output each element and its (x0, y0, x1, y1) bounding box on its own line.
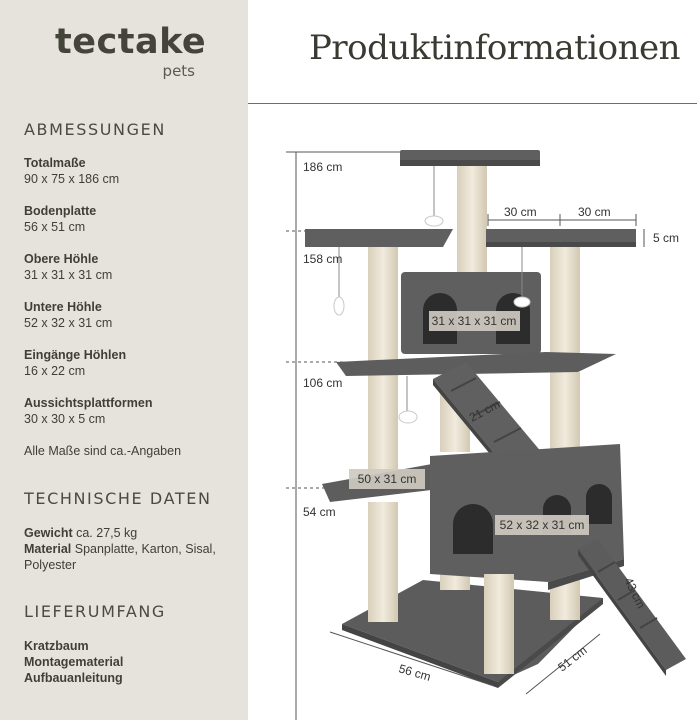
spec-base-plate: Bodenplatte 56 x 51 cm (24, 203, 96, 235)
base-width: 56 cm (397, 661, 432, 683)
spec-label: Aussichtsplattformen (24, 396, 153, 410)
weight-value: ca. 27,5 kg (76, 526, 138, 540)
sidebar: tectake pets ABMESSUNGEN Totalmaße 90 x … (0, 0, 248, 720)
brand-logo: tectake pets (55, 22, 207, 80)
spec-value: 52 x 32 x 31 cm (24, 316, 113, 330)
ladder (578, 539, 686, 676)
platform-dimension-lines (487, 214, 645, 247)
sisal-posts-left (368, 247, 398, 622)
page-title: Produktinformationen (309, 28, 681, 68)
toy-mouse-icon (333, 166, 531, 424)
upper-platforms (305, 229, 636, 247)
height-186: 186 cm (303, 160, 342, 174)
dimensions-note: Alle Maße sind ca.-Angaben (24, 444, 182, 458)
spec-value: 56 x 51 cm (24, 220, 86, 234)
header-divider (248, 103, 697, 104)
spec-label: Bodenplatte (24, 204, 97, 218)
dimensions-heading: ABMESSUNGEN (24, 120, 166, 139)
platform-width-right: 30 cm (578, 205, 611, 219)
material-label: Material (24, 542, 72, 556)
middle-platform (336, 352, 616, 376)
spec-value: 31 x 31 x 31 cm (24, 268, 113, 282)
height-scale (286, 151, 408, 720)
delivery-heading: LIEFERUMFANG (24, 602, 166, 621)
logo-subtitle: pets (162, 62, 195, 80)
delivery-item: Kratzbaum (24, 639, 89, 653)
spec-label: Totalmaße (24, 156, 86, 170)
delivery-item: Montagematerial (24, 655, 124, 669)
svg-text:50 x 31 cm: 50 x 31 cm (358, 472, 417, 486)
upper-cave-label: 31 x 31 x 31 cm (429, 311, 520, 331)
spec-value: 30 x 30 x 5 cm (24, 412, 106, 426)
spec-value: 16 x 22 cm (24, 364, 86, 378)
platform-width-left: 30 cm (504, 205, 537, 219)
technical-data: Gewicht ca. 27,5 kg Material Spanplatte,… (24, 525, 234, 573)
technical-heading: TECHNISCHE DATEN (24, 489, 212, 508)
sisal-posts-front (484, 574, 514, 674)
height-158: 158 cm (303, 252, 342, 266)
spec-label: Untere Höhle (24, 300, 102, 314)
height-54: 54 cm (303, 505, 336, 519)
side-platform-label: 50 x 31 cm (349, 469, 425, 489)
lower-cave-label: 52 x 32 x 31 cm (495, 515, 589, 535)
delivery-item: Aufbauanleitung (24, 671, 123, 685)
delivery-list: Kratzbaum Montagematerial Aufbauanleitun… (24, 638, 123, 686)
platform-thickness: 5 cm (653, 231, 679, 245)
spec-upper-cave: Obere Höhle 31 x 31 x 31 cm (24, 251, 112, 283)
spec-label: Obere Höhle (24, 252, 99, 266)
spec-viewing-platforms: Aussichtsplattformen 30 x 30 x 5 cm (24, 395, 153, 427)
spec-lower-cave: Untere Höhle 52 x 32 x 31 cm (24, 299, 112, 331)
logo-wordmark: tectake (55, 22, 207, 62)
cat-tree-illustration: 186 cm 158 cm 106 cm 54 cm 30 cm 30 cm 5… (286, 150, 686, 720)
top-platform (400, 150, 540, 166)
base-plate (342, 580, 603, 688)
height-106: 106 cm (303, 376, 342, 390)
spec-cave-entrances: Eingänge Höhlen 16 x 22 cm (24, 347, 126, 379)
spec-label: Eingänge Höhlen (24, 348, 127, 362)
weight-label: Gewicht (24, 526, 73, 540)
material-value: Spanplatte, Karton, Sisal, Polyester (24, 542, 216, 572)
base-depth: 51 cm (555, 643, 589, 674)
svg-text:52 x 32 x 31 cm: 52 x 32 x 31 cm (500, 518, 585, 532)
base-dimension-lines (329, 631, 601, 695)
spec-total-size: Totalmaße 90 x 75 x 186 cm (24, 155, 119, 187)
svg-text:31 x 31 x 31 cm: 31 x 31 x 31 cm (432, 314, 517, 328)
spec-value: 90 x 75 x 186 cm (24, 172, 120, 186)
